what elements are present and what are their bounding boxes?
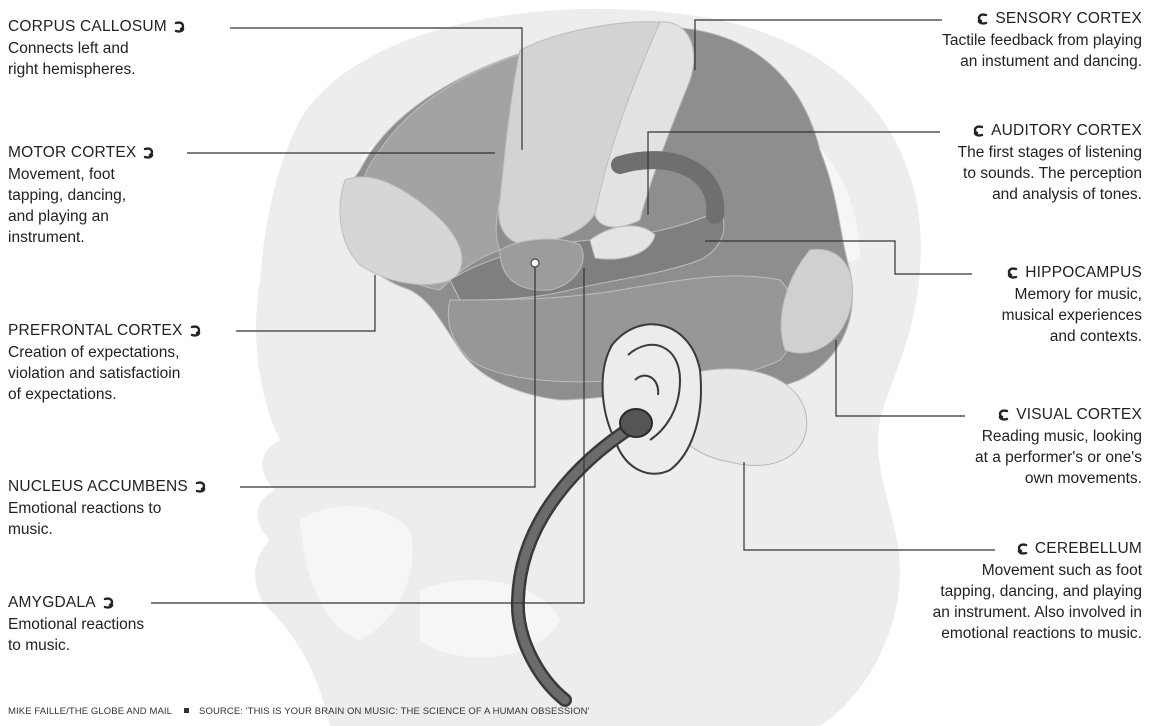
label-hippocampus: HIPPOCAMPUS Memory for music, musical ex… <box>902 264 1142 347</box>
label-desc: Tactile feedback from playing an instume… <box>822 30 1142 72</box>
pointer-right-icon <box>142 146 156 160</box>
credit-author: MIKE FAILLE/THE GLOBE AND MAIL <box>8 706 172 717</box>
label-desc: Connects left and right hemispheres. <box>8 38 268 80</box>
label-corpus-callosum: CORPUS CALLOSUM Connects left and right … <box>8 18 268 80</box>
pointer-left-icon <box>975 12 989 26</box>
label-desc: Movement such as foot tapping, dancing, … <box>822 560 1142 644</box>
label-title: SENSORY CORTEX <box>995 10 1142 28</box>
label-title: CORPUS CALLOSUM <box>8 18 167 36</box>
label-cerebellum: CEREBELLUM Movement such as foot tapping… <box>822 540 1142 644</box>
label-title: PREFRONTAL CORTEX <box>8 322 183 340</box>
label-title: NUCLEUS ACCUMBENS <box>8 478 188 496</box>
pointer-left-icon <box>1015 542 1029 556</box>
label-sensory-cortex: SENSORY CORTEX Tactile feedback from pla… <box>822 10 1142 72</box>
label-title: HIPPOCAMPUS <box>1025 264 1142 282</box>
pointer-right-icon <box>189 324 203 338</box>
nucleus-accumbens-dot <box>531 259 539 267</box>
separator-square-icon <box>184 708 189 713</box>
pointer-left-icon <box>971 124 985 138</box>
pointer-right-icon <box>102 596 116 610</box>
label-title: CEREBELLUM <box>1035 540 1142 558</box>
label-desc: Movement, foot tapping, dancing, and pla… <box>8 164 238 248</box>
label-title: AMYGDALA <box>8 594 96 612</box>
label-desc: Creation of expectations, violation and … <box>8 342 278 405</box>
label-title: AUDITORY CORTEX <box>991 122 1142 140</box>
pointer-left-icon <box>1005 266 1019 280</box>
label-desc: Reading music, looking at a performer's … <box>882 426 1142 489</box>
label-title: VISUAL CORTEX <box>1016 406 1142 424</box>
label-title: MOTOR CORTEX <box>8 144 136 162</box>
label-motor-cortex: MOTOR CORTEX Movement, foot tapping, dan… <box>8 144 238 248</box>
label-auditory-cortex: AUDITORY CORTEX The first stages of list… <box>842 122 1142 205</box>
credit-source: SOURCE: 'THIS IS YOUR BRAIN ON MUSIC: TH… <box>199 706 589 717</box>
label-nucleus-accumbens: NUCLEUS ACCUMBENS Emotional reactions to… <box>8 478 278 540</box>
label-visual-cortex: VISUAL CORTEX Reading music, looking at … <box>882 406 1142 489</box>
label-desc: Emotional reactions to music. <box>8 498 278 540</box>
credit-line: MIKE FAILLE/THE GLOBE AND MAIL SOURCE: 'T… <box>8 706 589 717</box>
label-desc: Memory for music, musical experiences an… <box>902 284 1142 347</box>
label-desc: The first stages of listening to sounds.… <box>842 142 1142 205</box>
label-amygdala: AMYGDALA Emotional reactions to music. <box>8 594 228 656</box>
earbud <box>620 409 652 437</box>
label-desc: Emotional reactions to music. <box>8 614 228 656</box>
pointer-right-icon <box>173 20 187 34</box>
label-prefrontal-cortex: PREFRONTAL CORTEX Creation of expectatio… <box>8 322 278 405</box>
pointer-right-icon <box>194 480 208 494</box>
pointer-left-icon <box>996 408 1010 422</box>
